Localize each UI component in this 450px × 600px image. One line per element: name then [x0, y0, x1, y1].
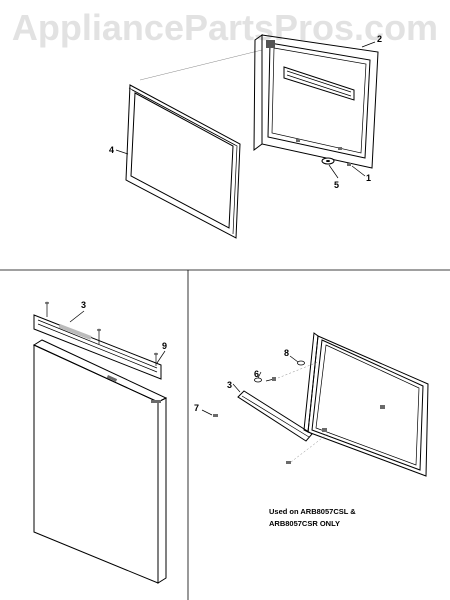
- bottom-right-drawer-assembly: 8 6 3 7 Used on ARB8057CSL & ARB8057CSR …: [194, 332, 429, 528]
- callout-9: 9: [162, 341, 167, 351]
- leader-7: [201, 409, 213, 416]
- leader-3a: [69, 310, 85, 323]
- handle-part-3: [237, 390, 313, 442]
- top-panel-door-assembly: 4 2 5 1: [109, 34, 382, 239]
- leader-5: [328, 164, 339, 179]
- model-note-line-2: ARB8057CSR ONLY: [269, 519, 340, 528]
- watermark-text: AppliancePartsPros.com: [12, 7, 438, 48]
- drawer-front-panel: [32, 339, 168, 584]
- callout-3b: 3: [227, 380, 232, 390]
- bottom-left-drawer-front: 3 9: [32, 300, 168, 584]
- top-hinge-bracket: [266, 40, 275, 48]
- leader-3b: [232, 383, 241, 393]
- bolt: [296, 139, 300, 142]
- bolt: [347, 163, 351, 166]
- door-liner-part: [253, 34, 379, 169]
- explode-line: [139, 49, 263, 81]
- callout-8: 8: [284, 348, 289, 358]
- callout-7: 7: [194, 403, 199, 413]
- callout-2: 2: [377, 34, 382, 44]
- callout-3a: 3: [81, 300, 86, 310]
- leader-2: [361, 41, 376, 48]
- callout-5: 5: [334, 180, 339, 190]
- drawer-front-panel-right: [303, 332, 429, 477]
- callout-6: 6: [254, 369, 259, 379]
- leader-4: [115, 149, 129, 155]
- callout-4: 4: [109, 145, 114, 155]
- leader-8: [289, 355, 299, 363]
- washer-part-8: [297, 360, 305, 366]
- screw-part-7: [213, 414, 218, 417]
- leader-9: [156, 350, 166, 364]
- bolt: [338, 147, 342, 150]
- callout-1: 1: [366, 173, 371, 183]
- handle-trim-part-3: [33, 314, 162, 380]
- leader-1: [351, 165, 366, 177]
- model-note-line-1: Used on ARB8057CSL &: [269, 507, 356, 516]
- door-gasket-part-4: [125, 84, 241, 239]
- leader-6: [257, 371, 262, 379]
- screw: [286, 461, 291, 464]
